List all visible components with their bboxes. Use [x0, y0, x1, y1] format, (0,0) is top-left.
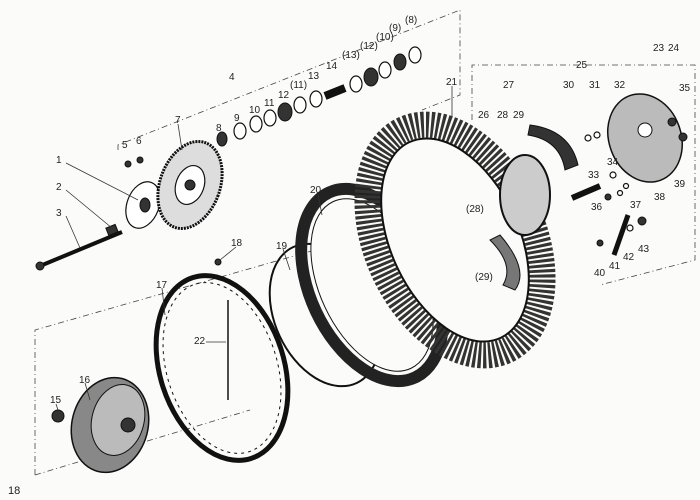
label-12: 12: [278, 90, 290, 101]
brake-shoes-part-27: [489, 124, 579, 291]
label-31: 31: [589, 80, 601, 91]
bolt-part-5: [124, 160, 132, 168]
brake-plate-part-32: [607, 93, 683, 183]
group-bracket-4: [117, 9, 461, 150]
sprocket-part-7: [156, 139, 224, 231]
label-37: 37: [630, 200, 642, 211]
page-number: 18: [8, 485, 20, 497]
washer-part-6: [136, 156, 144, 164]
part-labels: 1 2 3 4 5 6 7 8 9 10 11 12 (11) 13 14 (1…: [8, 15, 691, 497]
label-20: 20: [310, 185, 322, 196]
label-38: 38: [654, 192, 666, 203]
label-30: 30: [563, 80, 575, 91]
label-21: 21: [446, 77, 458, 88]
rim-part-17: [153, 273, 291, 463]
label-36: 36: [591, 202, 603, 213]
label-12-paren: (12): [360, 41, 378, 52]
label-8: 8: [216, 123, 222, 134]
nipple-part-18: [214, 258, 222, 266]
label-8-paren: (8): [405, 15, 417, 26]
nut-part-15: [51, 409, 65, 423]
label-4: 4: [229, 72, 235, 83]
label-25: 25: [576, 60, 588, 71]
label-34: 34: [607, 157, 619, 168]
label-3: 3: [56, 208, 62, 219]
small-fasteners: [584, 117, 688, 247]
label-28: 28: [497, 110, 509, 121]
label-14: 14: [326, 61, 338, 72]
label-13: 13: [308, 71, 320, 82]
group-bracket-25: [471, 64, 696, 286]
label-26: 26: [478, 110, 490, 121]
label-10-paren: (10): [376, 32, 394, 43]
label-35: 35: [679, 83, 691, 94]
label-24: 24: [668, 43, 680, 54]
label-9: 9: [234, 113, 240, 124]
label-23: 23: [653, 43, 665, 54]
label-11: 11: [264, 98, 275, 109]
label-19: 19: [276, 241, 288, 252]
label-1: 1: [56, 155, 62, 166]
label-13-paren: (13): [342, 50, 360, 61]
label-6: 6: [136, 136, 142, 147]
lever-part-41: [611, 214, 631, 256]
label-43: 43: [638, 244, 650, 255]
label-9-paren: (9): [389, 23, 401, 34]
label-32: 32: [614, 80, 626, 91]
label-39: 39: [674, 179, 686, 190]
label-11-paren: (11): [290, 80, 307, 91]
label-10: 10: [249, 105, 261, 116]
label-41: 41: [609, 261, 621, 272]
hub-part-16: [70, 376, 150, 474]
label-27: 27: [503, 80, 515, 91]
label-40: 40: [594, 268, 606, 279]
group-bracket-main: [34, 239, 351, 475]
label-29-paren: (29): [475, 272, 493, 283]
label-2: 2: [56, 182, 62, 193]
cover-part-1: [125, 181, 161, 229]
label-5: 5: [122, 140, 128, 151]
label-22: 22: [194, 336, 206, 347]
leader-lines: [55, 86, 453, 411]
label-18: 18: [231, 238, 243, 249]
label-7: 7: [175, 115, 181, 126]
bearing-stack: [216, 46, 422, 147]
label-17: 17: [156, 280, 168, 291]
axle-part-3: [35, 230, 123, 271]
label-42: 42: [623, 252, 635, 263]
label-33: 33: [588, 170, 600, 181]
cam-part-33: [570, 183, 602, 201]
label-16: 16: [79, 375, 91, 386]
label-15: 15: [50, 395, 62, 406]
label-28-paren: (28): [466, 204, 484, 215]
axis-line: [34, 409, 251, 476]
label-29: 29: [513, 110, 525, 121]
